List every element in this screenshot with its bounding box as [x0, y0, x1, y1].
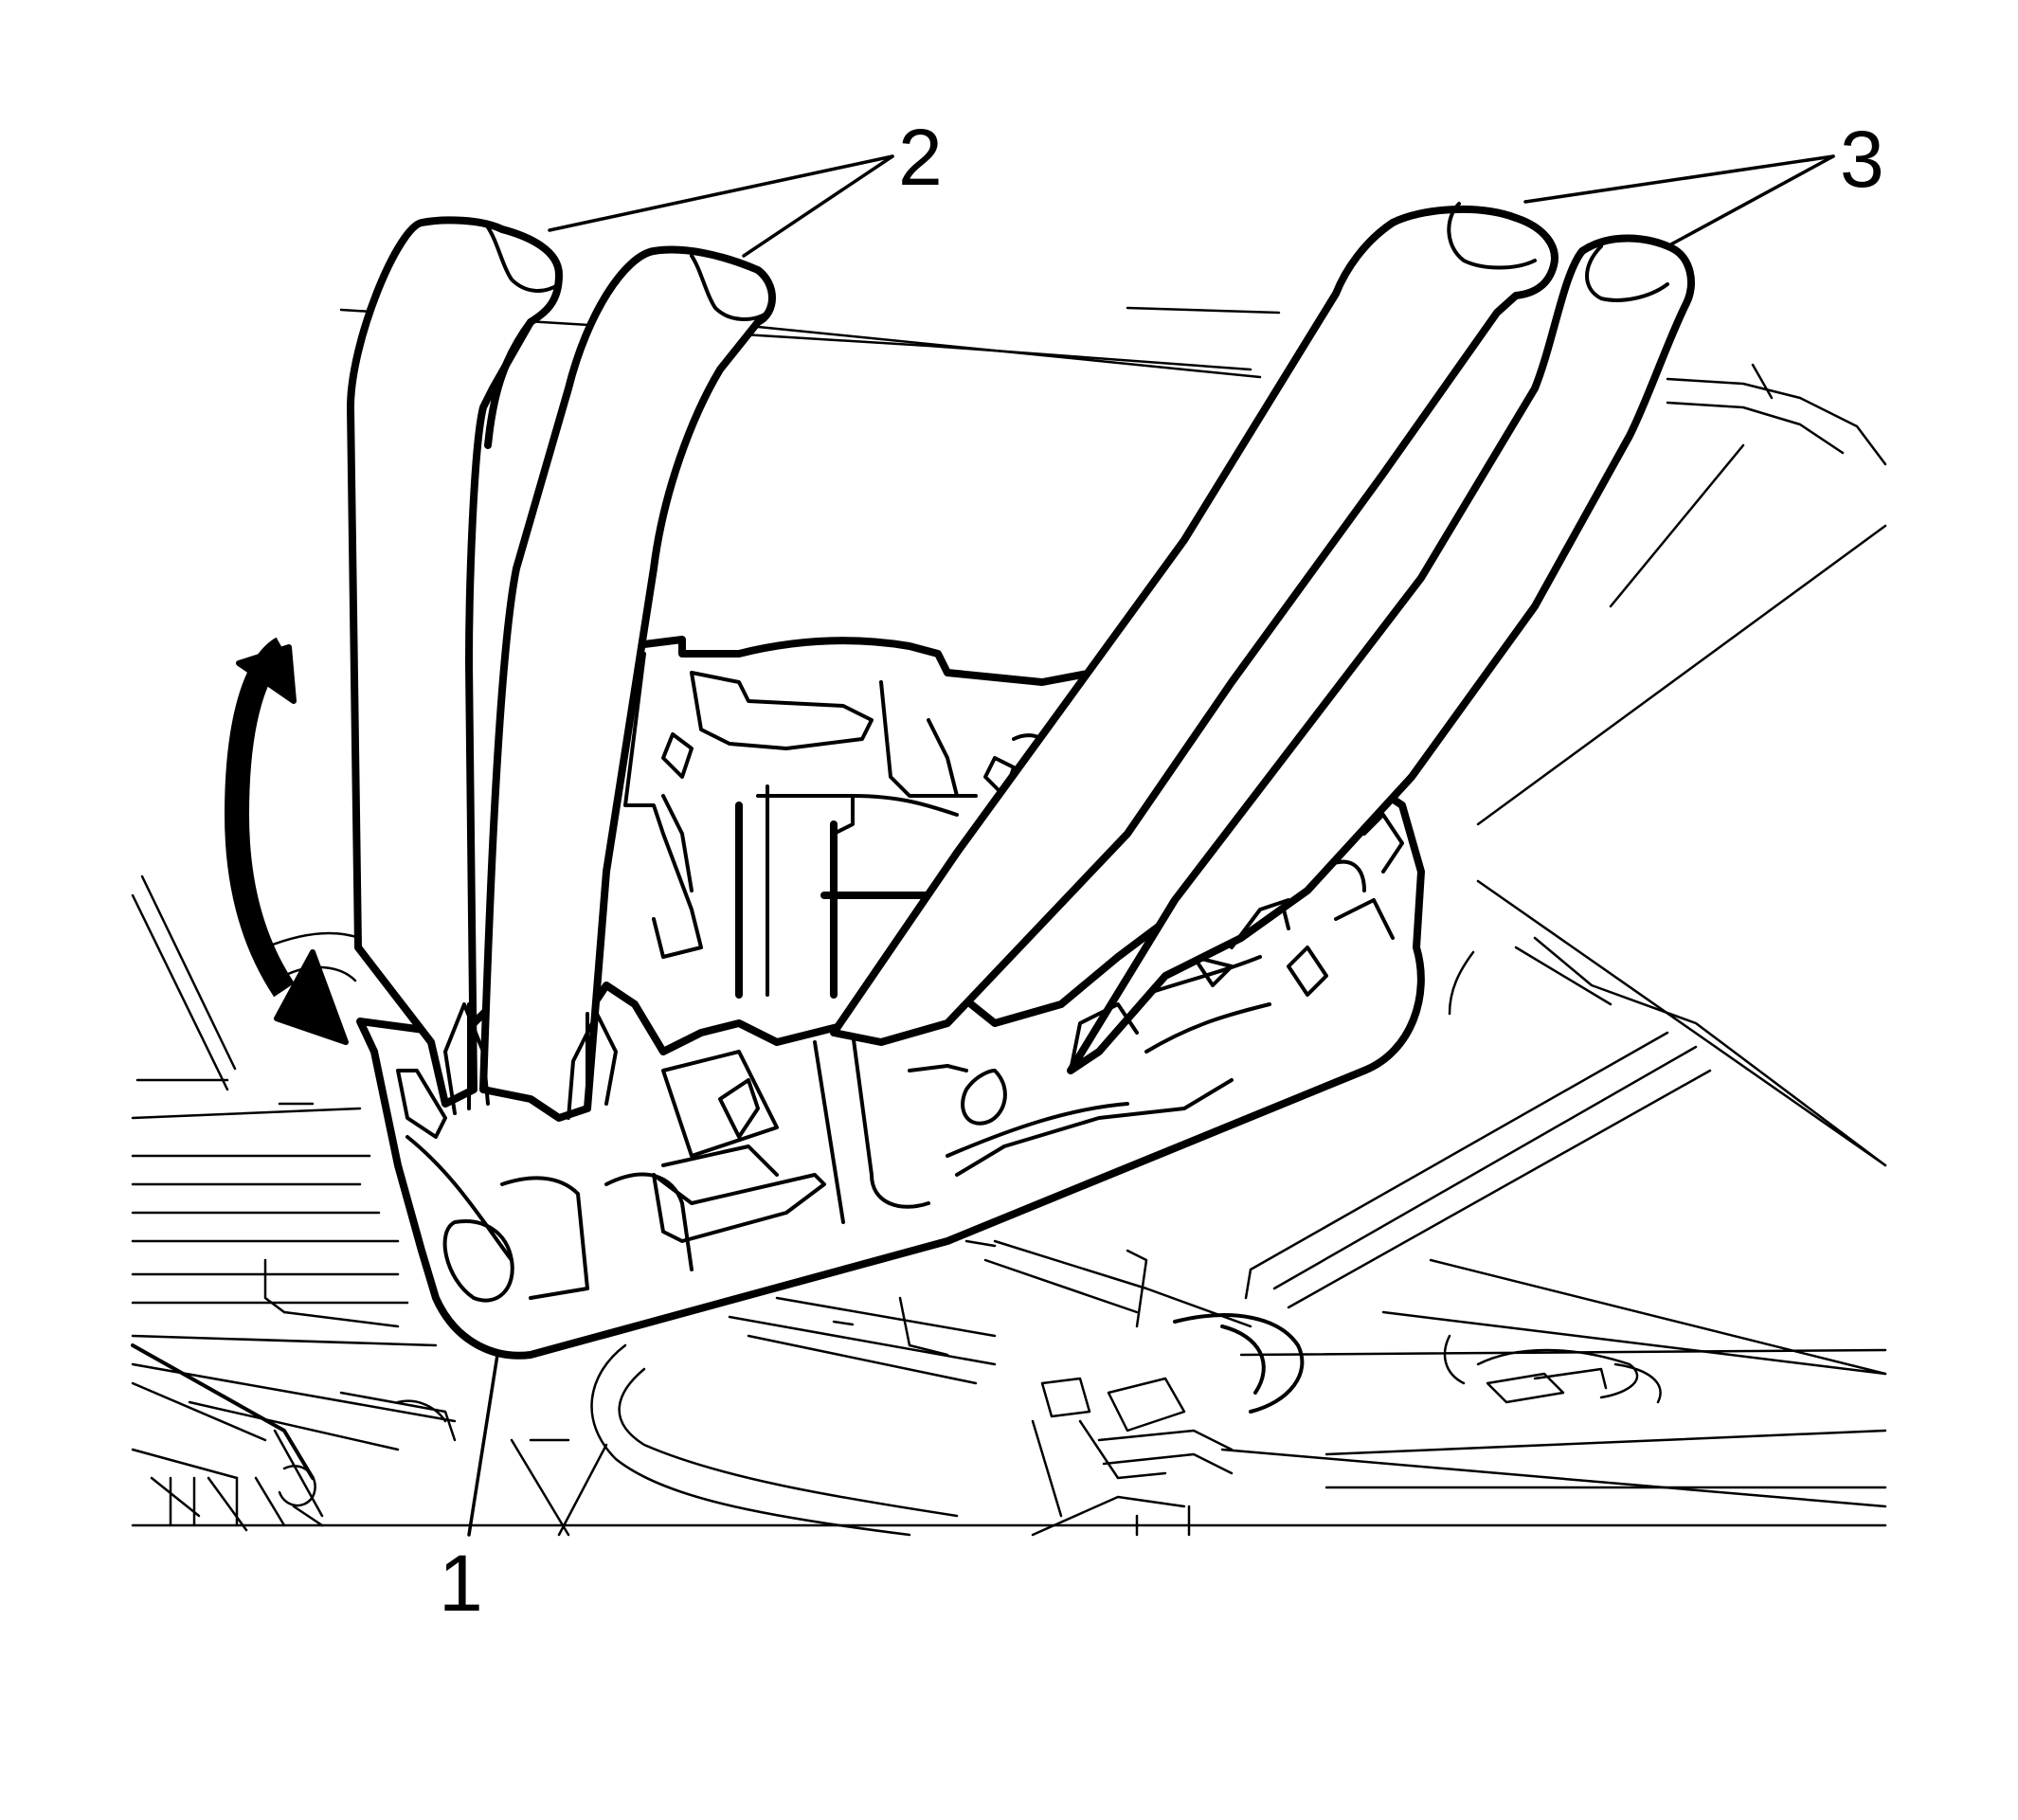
rotation-arrow: [224, 637, 349, 1045]
vehicle-background: [131, 306, 1887, 1537]
leader-3b: [1666, 154, 1835, 248]
leader-3a: [1523, 154, 1835, 204]
leader-1: [467, 1353, 499, 1537]
leader-lines: [467, 154, 1835, 1537]
leader-2b: [742, 154, 894, 258]
callout-1: 1: [439, 1539, 483, 1628]
leader-2a: [548, 154, 894, 232]
tool-pair-left: [347, 216, 776, 1122]
callout-2: 2: [898, 113, 943, 202]
callout-3: 3: [1840, 115, 1884, 204]
tool-pair-right: [830, 202, 1695, 1074]
